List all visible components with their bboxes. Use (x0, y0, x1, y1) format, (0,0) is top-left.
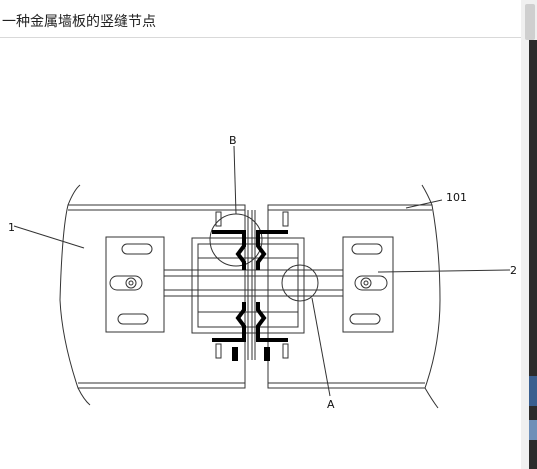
leader-a (311, 297, 331, 397)
label-2: 2 (510, 264, 517, 277)
side-panel-accent-1 (529, 376, 537, 406)
label-101: 101 (446, 191, 467, 204)
gasket-top-right (256, 230, 288, 270)
left-wall-panel (59, 204, 246, 389)
left-bracket-plate (105, 236, 165, 333)
connection-channel (163, 269, 344, 297)
left-wave-bottom (77, 387, 91, 406)
left-wave-top (67, 184, 81, 206)
side-panel-accent-2 (529, 420, 537, 440)
title-bar: 一种金属墙板的竖缝节点 (0, 0, 521, 38)
gasket-top-left (212, 230, 246, 270)
label-a: A (327, 398, 335, 411)
right-wave-top (421, 184, 433, 206)
label-1: 1 (8, 221, 15, 234)
vertical-seam-diagram: B 101 1 2 A (8, 134, 517, 411)
leader-b (233, 145, 237, 215)
leader-2 (377, 269, 511, 273)
leader-101 (405, 199, 443, 209)
page-title: 一种金属墙板的竖缝节点 (2, 14, 156, 30)
gasket-bottom-right (256, 302, 288, 342)
gasket-bottom-left (212, 302, 246, 342)
side-panel-edge (529, 40, 537, 469)
scrollbar-thumb[interactable] (525, 4, 535, 40)
leader-1 (13, 225, 85, 249)
label-b: B (229, 134, 237, 147)
right-wall-panel (267, 204, 441, 389)
right-wave-bottom (424, 387, 439, 409)
detail-circle-a (281, 264, 319, 302)
